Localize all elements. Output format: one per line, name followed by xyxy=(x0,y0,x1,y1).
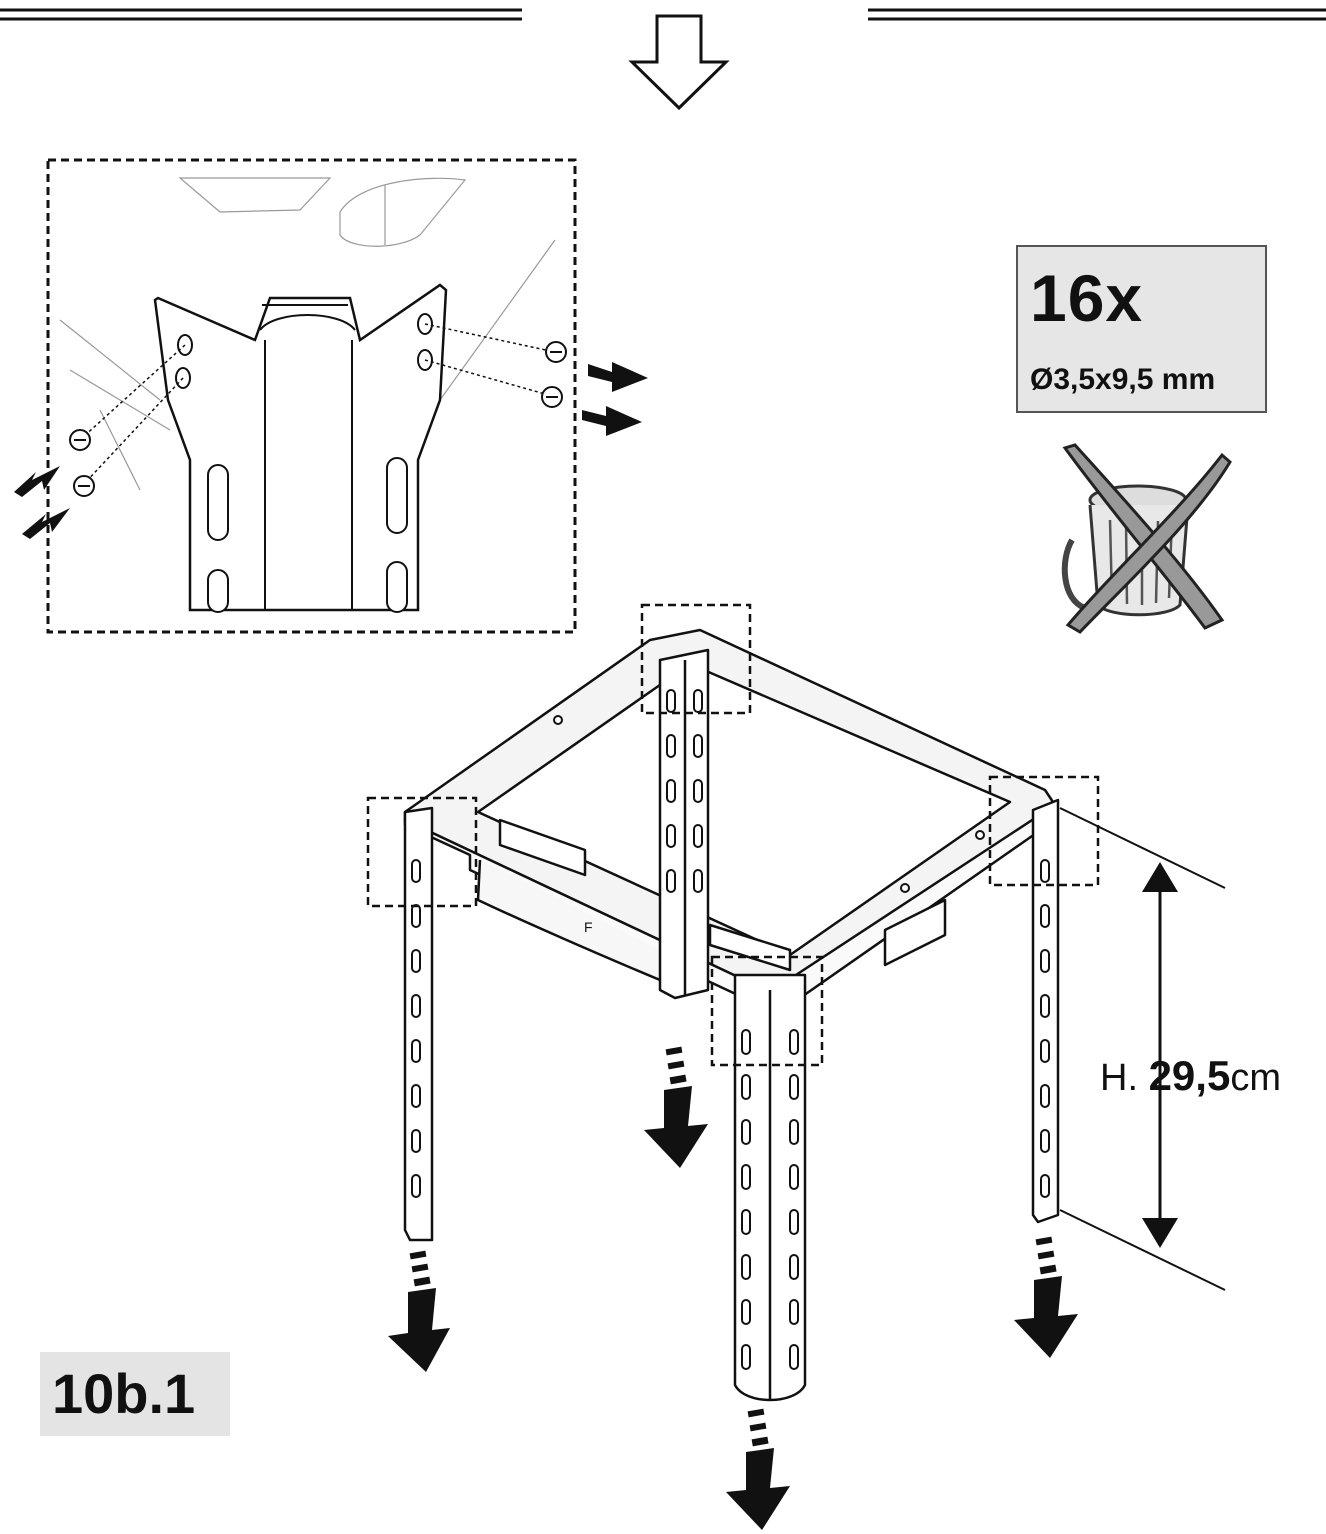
corner-highlight-boxes xyxy=(366,603,1100,1067)
step-number-badge: 10b.1 xyxy=(40,1352,230,1436)
removal-arrow-icon xyxy=(14,362,648,539)
step-number: 10b.1 xyxy=(52,1362,196,1425)
screw-parts-box: 16x Ø3,5x9,5 mm xyxy=(1016,245,1267,413)
screw-icon xyxy=(69,341,567,497)
leg-slots xyxy=(411,689,1050,1370)
height-value: 29,5 xyxy=(1148,1052,1231,1099)
header-rule-right xyxy=(868,8,1326,21)
screw-size: Ø3,5x9,5 mm xyxy=(1030,363,1216,396)
screw-count: 16x xyxy=(1030,261,1144,335)
header-rule-left xyxy=(0,8,522,21)
hollow-down-arrow-icon xyxy=(628,14,730,111)
height-prefix: H. xyxy=(1100,1057,1149,1099)
leg-frame xyxy=(403,628,1060,1402)
height-unit: cm xyxy=(1230,1057,1281,1099)
removal-arrow-icon xyxy=(388,1046,1078,1530)
front-marker: F xyxy=(584,919,593,935)
crossed-out-trash-bin-icon xyxy=(1061,443,1232,634)
height-dimension xyxy=(1059,807,1226,1291)
height-label: H. 29,5cm xyxy=(1100,1052,1281,1099)
detail-inset xyxy=(14,158,648,634)
